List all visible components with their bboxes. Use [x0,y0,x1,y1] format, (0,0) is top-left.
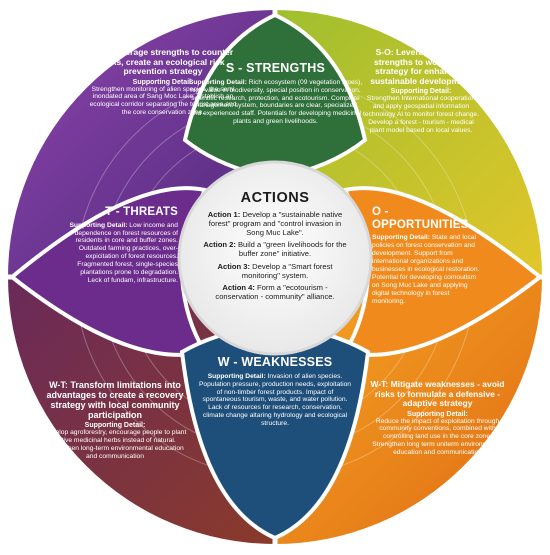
actions-title: ACTIONS [240,190,310,206]
opportunities-detail-text: State and local policies on forest conse… [372,234,480,305]
action-item: Action 4: Form a "ecotourism - conservat… [202,283,348,301]
quadrant-so-text: S-O: Leverage internal strengths to work… [362,47,480,135]
action-label: Action 3: [217,261,251,271]
threats-label: Supporting Detail: [69,221,128,229]
petal-threats-text: T - THREATS Supporting Detail: Low incom… [68,206,178,285]
action-text: Build a "green livelihoods for the buffe… [237,240,347,259]
petal-strengths-text: S - STRENGTHS Supporting Detail: Rich ec… [188,61,363,126]
quadrant-wt-label: Supporting Detail: [84,422,146,430]
quadrant-wo-label: Supporting Detail: [407,410,468,418]
quadrant-st-text: S-T: Leverage strengths to counter ricks… [88,47,238,117]
quadrant-wo-title: W-T: Mitigate weaknesses - avoid risks t… [370,379,505,409]
opportunities-title: O - OPPORTUNITIES [372,206,469,231]
action-text: Form a "ecotourism - conservation - comm… [215,282,335,301]
center-circle [177,160,373,356]
action-label: Action 4: [222,282,255,292]
strengths-detail-text: Rich ecosystem (09 vegetation types), hi… [190,78,363,126]
quadrant-st-detail: Strengthen monitoring of alien species, … [89,85,237,117]
quadrant-st-title: S-T: Leverage strengths to counter ricks… [92,47,234,77]
quadrant-wo-detail: Reduce the impact of exploitation throug… [372,417,503,457]
quadrant-st-label: Supporting Detail: [132,78,194,86]
opportunities-detail: Supporting Detail: State and local polic… [372,234,480,305]
opportunities-label: Supporting Detail: [372,234,430,242]
petal-opportunities-text: O - OPPORTUNITIES Supporting Detail: Sta… [372,206,480,305]
quadrant-wt-title: W-T: Transform limitations into advantag… [46,380,184,421]
threats-detail-text: Low income and dependence on forest reso… [74,221,178,284]
strengths-detail: Supporting Detail: Rich ecosystem (09 ve… [188,79,363,126]
threats-detail: Supporting Detail: Low income and depend… [68,222,178,285]
action-item: Action 2: Build a "green livelihoods for… [202,240,348,258]
quadrant-wt-text: W-T: Transform limitations into advantag… [40,380,190,461]
action-item: Action 3: Develop a "Smart forest monito… [202,262,348,280]
quadrant-so-title: S-O: Leverage internal strengths to work… [370,47,472,86]
action-label: Action 1: [207,210,241,219]
action-text: Develop a "sustainable native forest" pr… [208,210,343,238]
quadrant-wo-text: W-T: Mitigate weaknesses - avoid risks t… [370,379,505,457]
weaknesses-detail: Supporting Detail: Invasion of alien spe… [197,373,353,428]
action-text: Develop a "Smart forest monitoring" syst… [241,261,333,280]
strengths-label: Supporting Detail: [188,78,247,86]
quadrant-so-label: Supporting Detail: [390,88,452,96]
actions-center: ACTIONS Action 1: Develop a "sustainable… [202,190,348,304]
petal-weaknesses-text: W - WEAKNESSES Supporting Detail: Invasi… [197,355,353,428]
action-label: Action 2: [203,240,236,250]
action-item: Action 1: Develop a "sustainable native … [202,210,348,237]
weaknesses-detail-text: Invasion of alien species. Population pr… [198,372,352,428]
weaknesses-label: Supporting Detail: [207,372,266,380]
quadrant-so-detail: Strengthen International cooperation and… [363,95,479,134]
strengths-title: S - STRENGTHS [225,61,326,75]
threats-title: T - THREATS [105,206,178,218]
quadrant-wt-detail: Develop agroforestry, encourage people t… [43,429,187,461]
weaknesses-title: W - WEAKNESSES [217,355,333,369]
